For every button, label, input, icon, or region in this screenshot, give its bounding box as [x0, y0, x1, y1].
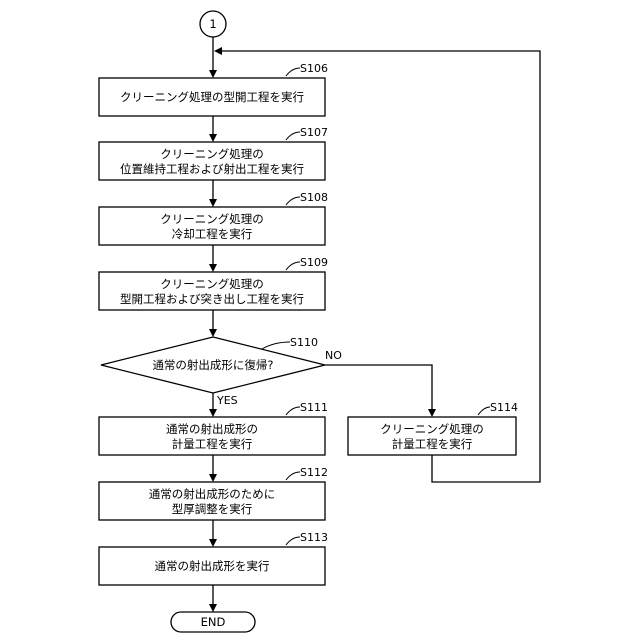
- step-s106-label: クリーニング処理の型開工程を実行: [120, 90, 304, 104]
- step-s114-id: S114: [490, 401, 518, 414]
- step-s110-id: S110: [290, 336, 318, 349]
- branch-no-label: NO: [325, 349, 342, 362]
- connector-1: 1: [200, 11, 226, 37]
- step-leader: [286, 262, 300, 270]
- step-s108-line-2: 冷却工程を実行: [172, 227, 253, 241]
- step-s112-line-2: 型厚調整を実行: [172, 502, 253, 516]
- step-leader: [286, 68, 300, 76]
- decision-s110: 通常の射出成形に復帰? S110: [101, 336, 325, 393]
- arrowhead: [209, 134, 217, 142]
- step-s113-label: 通常の射出成形を実行: [155, 559, 270, 573]
- decision-s110-label: 通常の射出成形に復帰?: [152, 358, 273, 372]
- step-s114-line-2: 計量工程を実行: [392, 437, 473, 451]
- step-s111-line-2: 計量工程を実行: [172, 437, 253, 451]
- step-s107-line-2: 位置維持工程および射出工程を実行: [120, 162, 304, 176]
- step-s107-id: S107: [300, 126, 328, 139]
- step-leader: [286, 537, 300, 545]
- step-leader: [286, 197, 300, 205]
- step-s106-id: S106: [300, 62, 328, 75]
- step-leader: [478, 407, 490, 415]
- arrowhead: [214, 47, 222, 55]
- step-s112-id: S112: [300, 466, 328, 479]
- arrowhead: [209, 604, 217, 612]
- step-leader: [286, 132, 300, 140]
- arrowhead: [209, 70, 217, 78]
- arrowhead: [209, 329, 217, 337]
- step-s114-line-1: クリーニング処理の: [380, 422, 484, 436]
- arrowhead: [209, 199, 217, 207]
- arrowhead: [209, 539, 217, 547]
- arrowhead: [209, 474, 217, 482]
- step-s109-line-1: クリーニング処理の: [160, 277, 264, 291]
- step-s108-line-1: クリーニング処理の: [160, 212, 264, 226]
- terminal-end-label: END: [201, 615, 226, 629]
- step-leader: [286, 407, 300, 415]
- arrowhead: [428, 409, 436, 417]
- step-s111-line-1: 通常の射出成形の: [166, 422, 258, 436]
- step-s112-line-1: 通常の射出成形のために: [149, 487, 276, 501]
- step-leader: [286, 472, 300, 480]
- step-s107-line-1: クリーニング処理の: [160, 147, 264, 161]
- step-leader: [262, 342, 290, 349]
- step-s108-id: S108: [300, 191, 328, 204]
- step-s113-id: S113: [300, 531, 328, 544]
- step-s109-line-2: 型開工程および突き出し工程を実行: [120, 292, 304, 306]
- arrowhead: [209, 409, 217, 417]
- connector-label: 1: [209, 17, 216, 31]
- terminal-end: END: [171, 612, 255, 632]
- arrowhead: [209, 264, 217, 272]
- step-s109-id: S109: [300, 256, 328, 269]
- arrow-s110-to-s114: [325, 365, 432, 413]
- step-s111-id: S111: [300, 401, 328, 414]
- branch-yes-label: YES: [216, 394, 238, 407]
